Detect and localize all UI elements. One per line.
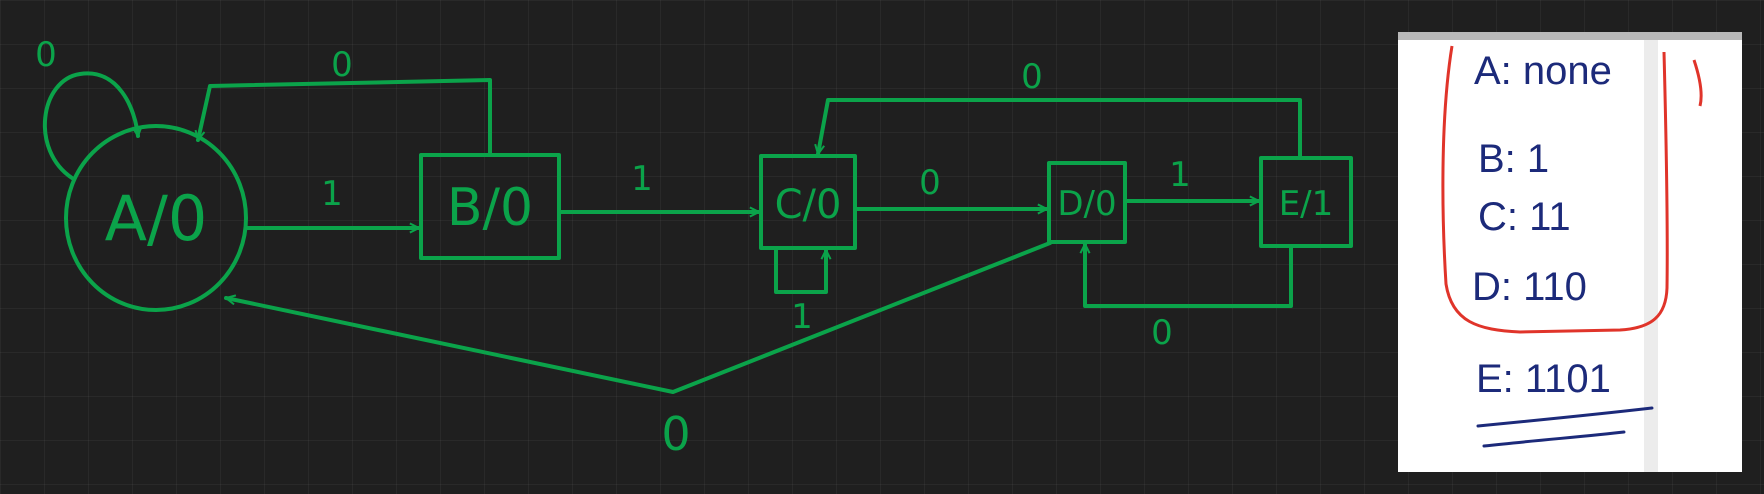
label-e-to-c: 0 <box>1021 57 1043 97</box>
transition-e-to-d <box>1085 242 1293 308</box>
state-e-label: E/1 <box>1279 184 1334 224</box>
note-state-d: D: 110 <box>1472 265 1587 309</box>
label-c-to-c: 1 <box>791 297 813 337</box>
label-a-to-a: 0 <box>35 35 57 75</box>
notes-panel-edge-shadow <box>1644 40 1658 472</box>
notes-panel-top-bar <box>1398 32 1742 40</box>
note-state-c: C: 11 <box>1478 195 1571 239</box>
transition-e-to-c <box>818 98 1302 160</box>
transition-c-to-c <box>774 246 826 294</box>
transition-a-to-a <box>42 71 138 180</box>
label-c-to-d: 0 <box>919 163 941 203</box>
note-state-a: A: none <box>1474 49 1612 93</box>
state-c-box <box>759 154 857 250</box>
state-a-circle <box>64 124 248 312</box>
state-b-label: B/0 <box>447 178 533 238</box>
notes-highlight-outline <box>1441 45 1703 334</box>
label-b-to-c: 1 <box>631 159 653 199</box>
label-d-to-e: 1 <box>1169 155 1191 195</box>
state-c-label: C/0 <box>775 182 842 228</box>
state-d-label: D/0 <box>1057 184 1116 224</box>
label-b-to-a: 0 <box>331 45 353 85</box>
label-d-to-a: 0 <box>661 407 690 461</box>
transition-b-to-a <box>198 78 492 157</box>
state-d: D/0 <box>1047 161 1127 244</box>
notes-panel-background <box>1398 32 1742 472</box>
state-a: A/0 <box>64 124 248 312</box>
note-underline-1 <box>1476 406 1654 428</box>
state-e-box <box>1259 156 1353 248</box>
label-a-to-b: 1 <box>321 174 343 214</box>
note-underline-2 <box>1482 430 1626 448</box>
state-c: C/0 <box>759 154 857 250</box>
note-state-b: B: 1 <box>1478 137 1549 181</box>
note-state-e: E: 1101 <box>1476 357 1611 401</box>
label-e-to-d: 0 <box>1151 313 1173 353</box>
notes-panel: A: none B: 1 C: 11 D: 110 E: 1101 <box>1398 32 1742 472</box>
state-a-label: A/0 <box>105 182 208 255</box>
transition-d-to-a <box>226 241 1052 394</box>
state-e: E/1 <box>1259 156 1353 248</box>
state-b: B/0 <box>419 153 561 260</box>
